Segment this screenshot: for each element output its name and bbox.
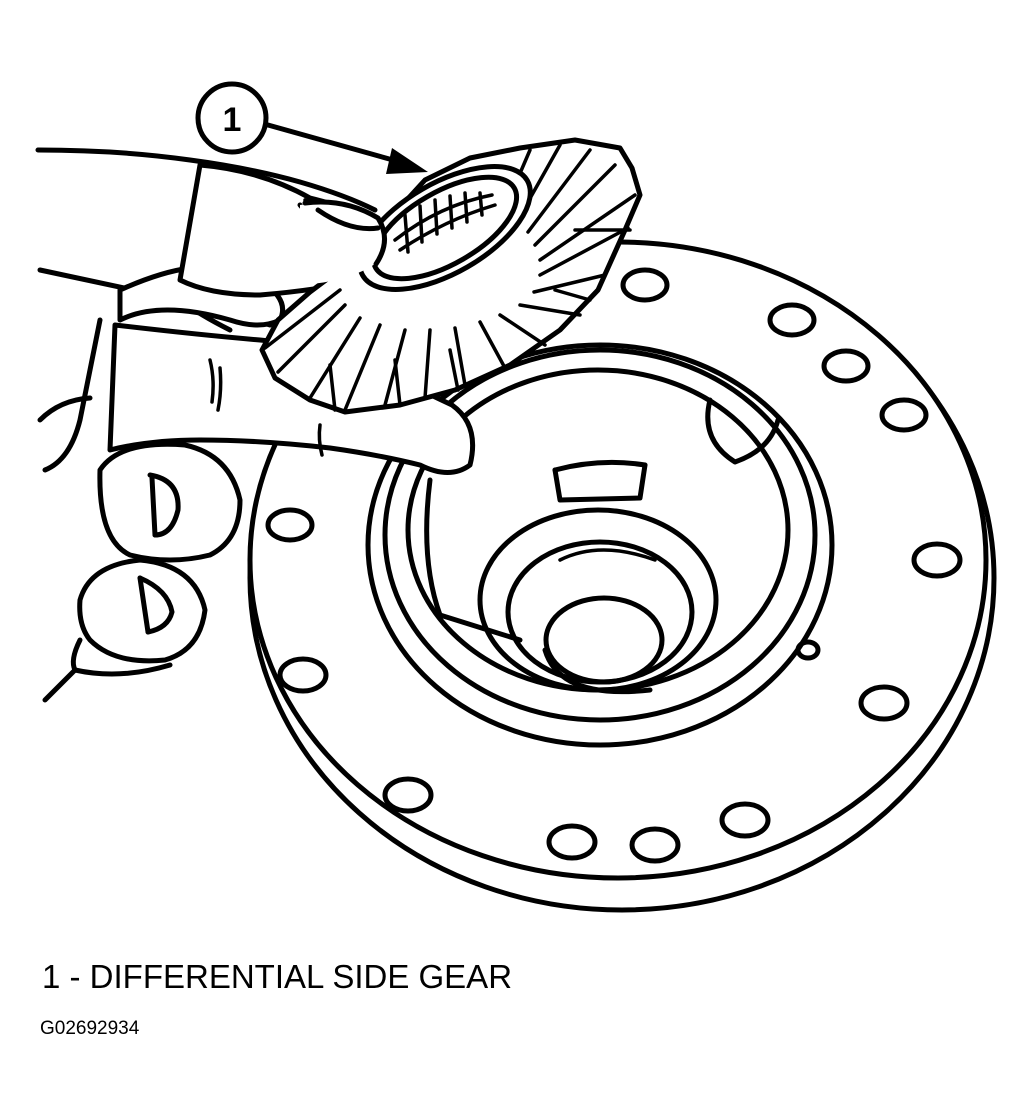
- differential-side-gear-illustration: 1: [35, 81, 997, 913]
- callout: 1: [195, 81, 428, 174]
- center-bore: [365, 342, 835, 748]
- figure-id: G02692934: [40, 1018, 140, 1039]
- figure-caption: 1 - DIFFERENTIAL SIDE GEAR: [42, 958, 513, 995]
- callout-arrowhead: [386, 148, 428, 174]
- callout-leader: [265, 122, 403, 165]
- callout-circle: [195, 81, 269, 155]
- bolt-holes: [265, 267, 963, 864]
- callout-number: 1: [223, 101, 242, 139]
- hand: [35, 147, 476, 703]
- side-gear: [259, 137, 643, 415]
